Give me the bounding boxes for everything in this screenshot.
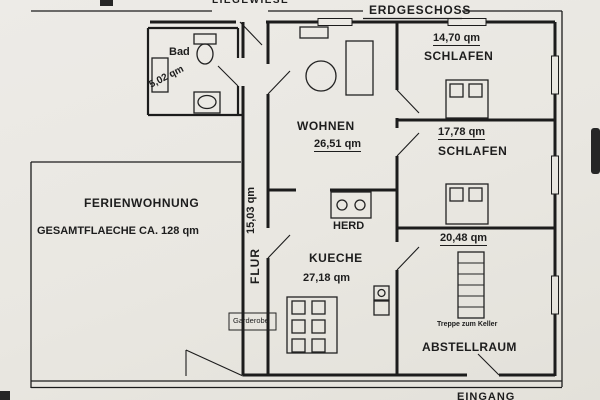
room-area-abstellraum: 20,48 qm [440,232,488,247]
apartment-total-area: GESAMTFLAECHE CA. 128 qm [37,225,199,237]
room-name-bad: Bad [169,46,190,58]
door-swings [185,21,500,377]
room-area-wohnen: 26,51 qm [314,138,362,153]
room-area-schlafen-1: 14,70 qm [433,32,481,47]
label-eingang: EINGANG [457,391,516,400]
room-area-flur: 15,03 qm [245,186,257,234]
bathroom-walls [146,26,243,117]
toilet-icon [193,33,217,65]
room-area-schlafen-2: 17,78 qm [438,126,486,141]
room-name-schlafen-2: SCHLAFEN [438,144,508,158]
round-table-icon [305,60,337,92]
room-name-kueche: KUECHE [309,251,363,265]
label-herd: HERD [333,220,365,232]
stove-icon [330,191,372,219]
room-area-kueche: 27,18 qm [303,272,351,284]
label-erdgeschoss: ERDGESCHOSS [369,3,472,17]
walls [150,20,557,377]
shower-icon [151,57,169,93]
kitchen-sink-icon [373,285,390,316]
stairs-icon [457,251,485,319]
dining-table-icon [286,296,338,354]
label-treppe-zum-keller: Treppe zum Keller [437,321,498,328]
sink-icon [193,91,221,114]
wardrobe-box [228,312,277,331]
room-name-flur: FLUR [248,248,262,284]
apartment-name: FERIENWOHNUNG [84,196,200,210]
scan-frame [30,10,563,389]
sofa-icon [345,40,374,96]
label-liegewiese: LIEGEWIESE [212,0,290,6]
room-name-schlafen-1: SCHLAFEN [424,49,494,63]
window-symbols [317,18,559,315]
room-name-abstellraum: ABSTELLRAUM [422,340,517,354]
label-garderobe: Garderobe [233,316,269,325]
bed-icon [445,79,489,119]
bed-icon [445,183,489,225]
furniture [151,26,489,354]
room-name-wohnen: WOHNEN [297,119,355,133]
sideboard-icon [299,26,329,39]
